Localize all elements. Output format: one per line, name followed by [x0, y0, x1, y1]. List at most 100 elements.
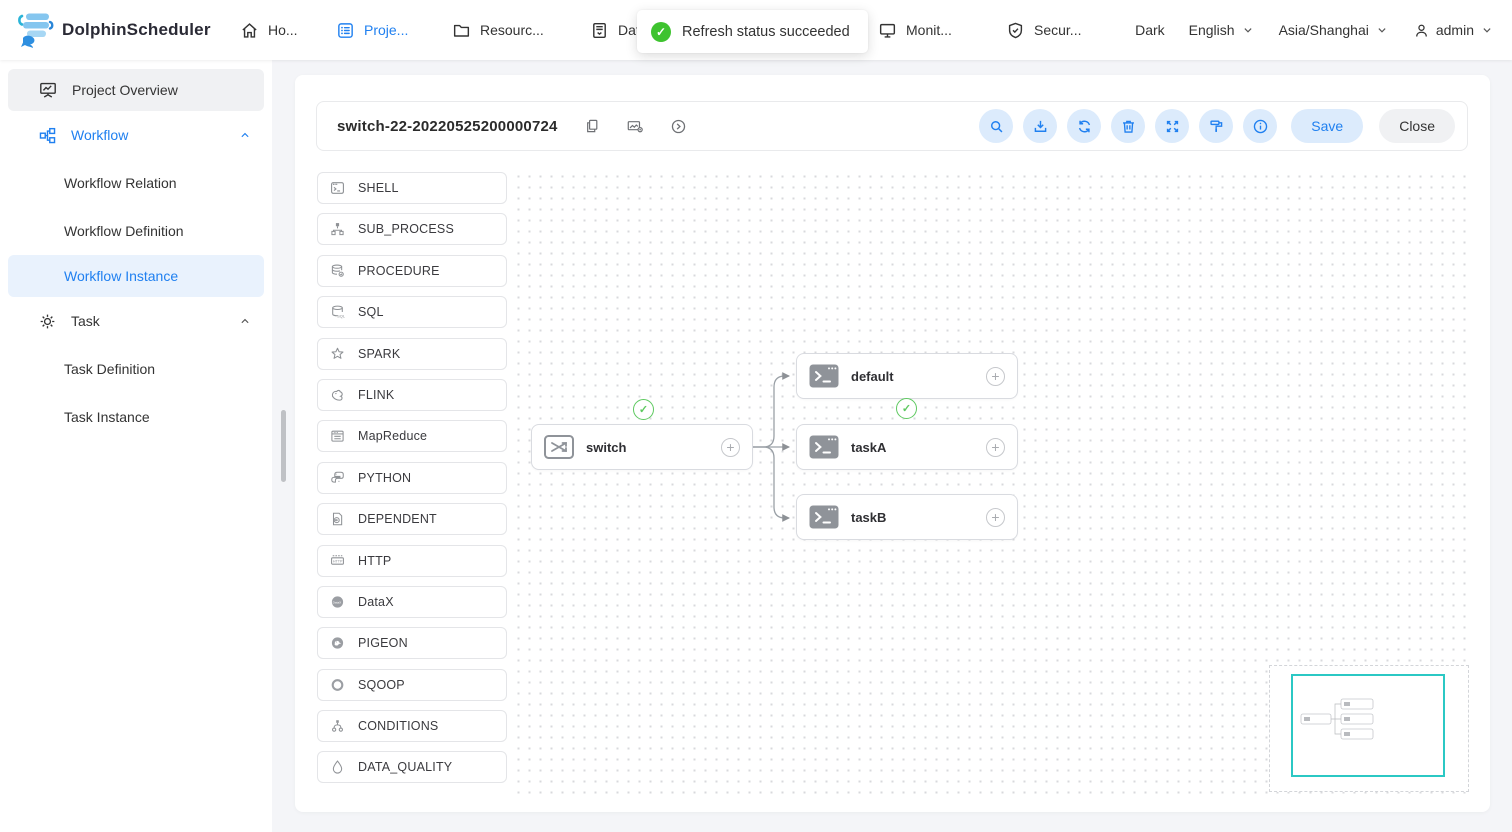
nav-item-label: Resourc...: [480, 22, 544, 38]
trash-icon: [1120, 118, 1137, 135]
refresh-icon: [1076, 118, 1093, 135]
task-type-mapreduce[interactable]: MapReduce: [317, 420, 507, 452]
task-type-sqoop[interactable]: SQOOP: [317, 669, 507, 701]
search-button[interactable]: [979, 109, 1013, 143]
chevron-up-icon[interactable]: [238, 128, 252, 142]
task-type-label: DataX: [358, 595, 394, 609]
copy-icon[interactable]: [584, 118, 600, 134]
task-type-label: SUB_PROCESS: [358, 222, 454, 236]
theme-toggle[interactable]: Dark: [1135, 22, 1165, 38]
task-type-dependent[interactable]: DEPENDENT: [317, 503, 507, 535]
sidebar-item-workflow-instance[interactable]: Workflow Instance: [8, 255, 264, 297]
sidebar-item-label: Workflow: [71, 127, 128, 143]
shell-icon: [329, 180, 346, 196]
task-type-sql[interactable]: SQL SQL: [317, 296, 507, 328]
save-button[interactable]: Save: [1291, 109, 1363, 143]
dolphin-logo-icon: [14, 10, 56, 50]
nav-item-projects[interactable]: Proje...: [336, 0, 408, 60]
task-type-label: PROCEDURE: [358, 264, 440, 278]
data-quality-icon: [329, 759, 346, 775]
dag-node-default[interactable]: default +: [796, 353, 1018, 399]
download-icon: [1032, 118, 1049, 135]
close-button[interactable]: Close: [1379, 109, 1455, 143]
format-dag-button[interactable]: [1199, 109, 1233, 143]
node-label: taskB: [851, 510, 886, 525]
task-type-label: PYTHON: [358, 471, 411, 485]
language-label: English: [1189, 22, 1235, 38]
sidebar-item-label: Workflow Relation: [64, 175, 177, 191]
sql-icon: SQL: [329, 304, 346, 320]
sidebar-item-task-definition[interactable]: Task Definition: [0, 345, 272, 393]
fullscreen-icon: [1164, 118, 1181, 135]
dag-node-taskA[interactable]: taskA +: [796, 424, 1018, 470]
task-type-sub-process[interactable]: SUB_PROCESS: [317, 213, 507, 245]
node-plus-icon[interactable]: +: [986, 367, 1005, 386]
chevron-down-icon: [1375, 23, 1389, 37]
node-label: taskA: [851, 440, 886, 455]
dag-node-switch[interactable]: switch +: [531, 424, 753, 470]
user-menu[interactable]: admin: [1413, 22, 1494, 39]
chevron-down-icon: [1241, 23, 1255, 37]
sidebar-item-label: Project Overview: [72, 82, 178, 98]
sidebar-scrollbar-thumb[interactable]: [281, 410, 286, 482]
sidebar-item-label: Workflow Instance: [64, 268, 178, 284]
refresh-button[interactable]: [1067, 109, 1101, 143]
sidebar-item-task-instance[interactable]: Task Instance: [0, 393, 272, 441]
nav-item-resources[interactable]: Resourc...: [452, 0, 544, 60]
sidebar-item-workflow-relation[interactable]: Workflow Relation: [0, 159, 272, 207]
nav-item-label: Secur...: [1034, 22, 1081, 38]
svg-text:DataX: DataX: [333, 600, 343, 604]
sidebar-item-project-overview[interactable]: Project Overview: [8, 69, 264, 111]
paint-roller-icon: [1208, 118, 1225, 135]
image-icon[interactable]: [626, 118, 644, 134]
timezone-select[interactable]: Asia/Shanghai: [1279, 22, 1389, 38]
flink-squirrel-icon: [329, 387, 346, 403]
task-type-spark[interactable]: SPARK: [317, 338, 507, 370]
task-type-data-quality[interactable]: DATA_QUALITY: [317, 751, 507, 783]
task-type-http[interactable]: HTTP HTTP: [317, 545, 507, 577]
dag-node-taskB[interactable]: taskB +: [796, 494, 1018, 540]
spark-icon: [329, 346, 346, 362]
chevron-up-icon[interactable]: [238, 314, 252, 328]
task-type-flink[interactable]: FLINK: [317, 379, 507, 411]
sidebar-item-workflow[interactable]: Workflow: [0, 111, 272, 159]
conditions-icon: [329, 718, 346, 734]
download-button[interactable]: [1023, 109, 1057, 143]
task-type-pigeon[interactable]: PIGEON: [317, 627, 507, 659]
node-plus-icon[interactable]: +: [986, 438, 1005, 457]
username-label: admin: [1436, 22, 1474, 38]
node-label: switch: [586, 440, 626, 455]
task-type-python[interactable]: PYTHON: [317, 462, 507, 494]
task-type-procedure[interactable]: PROCEDURE: [317, 255, 507, 287]
minimap-dag-preview: [1293, 676, 1443, 775]
task-type-conditions[interactable]: CONDITIONS: [317, 710, 507, 742]
nav-item-home[interactable]: Ho...: [240, 0, 298, 60]
sidebar-item-workflow-definition[interactable]: Workflow Definition: [0, 207, 272, 255]
nav-item-monitor[interactable]: Monit...: [878, 0, 952, 60]
delete-button[interactable]: [1111, 109, 1145, 143]
task-type-label: HTTP: [358, 554, 391, 568]
task-type-shell[interactable]: SHELL: [317, 172, 507, 204]
node-plus-icon[interactable]: +: [721, 438, 740, 457]
nav-item-security[interactable]: Secur...: [1006, 0, 1081, 60]
app-logo[interactable]: DolphinScheduler: [14, 10, 211, 50]
success-status-icon: ✓: [633, 399, 654, 420]
sidebar-item-task[interactable]: Task: [0, 297, 272, 345]
task-type-label: SQOOP: [358, 678, 405, 692]
dependent-icon: [329, 511, 346, 527]
mapreduce-icon: [329, 428, 346, 444]
minimap-viewport[interactable]: [1291, 674, 1445, 777]
language-select[interactable]: English: [1189, 22, 1255, 38]
node-plus-icon[interactable]: +: [986, 508, 1005, 527]
success-status-icon: ✓: [896, 398, 917, 419]
sidebar-item-label: Task Definition: [64, 361, 155, 377]
http-icon: HTTP: [329, 553, 346, 569]
run-status-icon[interactable]: [670, 118, 687, 135]
sub-process-icon: [329, 221, 346, 237]
fullscreen-button[interactable]: [1155, 109, 1189, 143]
datasource-icon: [590, 21, 609, 40]
info-button[interactable]: [1243, 109, 1277, 143]
task-type-datax[interactable]: DataX DataX: [317, 586, 507, 618]
success-check-icon: ✓: [651, 22, 671, 42]
nav-item-label: Proje...: [364, 22, 408, 38]
